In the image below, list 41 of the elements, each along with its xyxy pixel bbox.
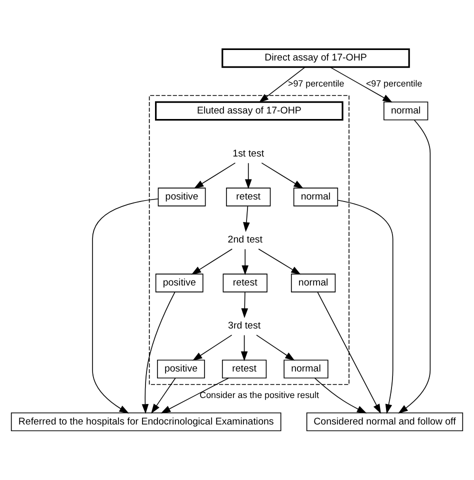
arrow	[142, 292, 176, 414]
node-box: retest	[226, 188, 271, 206]
arrow	[151, 378, 176, 414]
arrow	[261, 162, 304, 189]
node-box: retest	[222, 360, 267, 378]
arrow	[398, 120, 431, 414]
arrow	[244, 162, 252, 190]
node-text: 2nd test	[228, 234, 262, 246]
node-box: normal	[290, 274, 336, 292]
arrow	[243, 206, 250, 232]
arrow	[330, 66, 392, 103]
node-box: Direct assay of 17-OHP	[222, 48, 410, 68]
node-text: 3rd test	[228, 320, 261, 332]
arrow	[160, 378, 229, 414]
edge-label: <97 percentile	[366, 78, 422, 88]
edge-label: Consider as the positive result	[200, 390, 319, 400]
arrow	[92, 198, 159, 414]
node-box: positive	[155, 274, 204, 292]
arrow	[337, 200, 394, 414]
node-box: Eluted assay of 17-OHP	[155, 101, 344, 121]
arrow	[314, 378, 367, 414]
node-box: retest	[222, 274, 268, 292]
node-box: normal	[384, 102, 428, 120]
arrow	[256, 334, 295, 361]
arrow	[317, 292, 381, 414]
node-box: Considered normal and follow off	[306, 412, 464, 432]
node-box: normal	[293, 188, 338, 206]
arrow	[258, 66, 306, 103]
arrow	[191, 248, 233, 275]
arrow	[194, 162, 236, 189]
node-box: positive	[157, 360, 205, 378]
arrow	[192, 334, 232, 361]
arrow	[240, 334, 248, 362]
arrow	[241, 292, 248, 318]
arrow	[258, 248, 301, 275]
node-box: Referred to the hospitals for Endocrinological Examinations	[10, 412, 282, 432]
edge-label: >97 percentile	[288, 78, 344, 88]
node-box: normal	[284, 360, 328, 378]
node-box: positive	[158, 188, 206, 206]
node-text: 1st test	[232, 148, 264, 160]
arrow	[242, 248, 249, 276]
